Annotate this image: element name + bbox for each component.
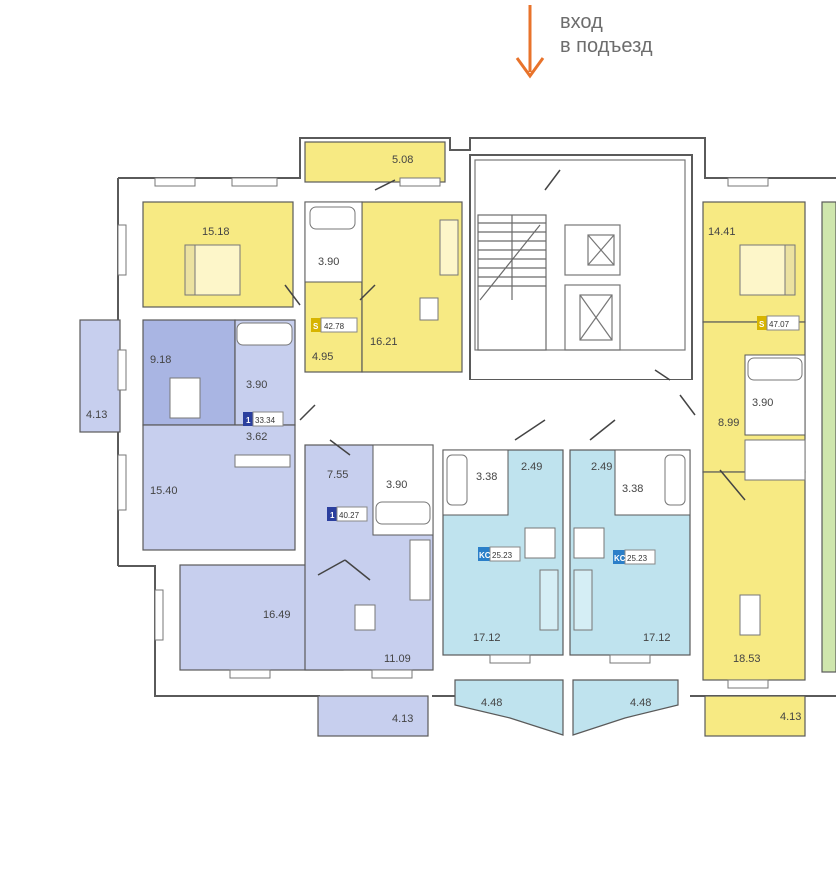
entrance-label-line1: вход [560,11,603,33]
entrance-label: вход в подъезд [560,10,653,58]
room-area: 14.41 [708,226,736,238]
bed-icon [739,244,796,296]
room-area: 2.49 [591,461,612,473]
room-area: 4.13 [86,409,107,421]
bathtub-icon [747,357,803,381]
room-area: 3.90 [246,379,267,391]
dining-table-icon [524,527,556,559]
sofa-icon [539,569,559,631]
corridor [300,380,700,430]
tag-area: 47.07 [769,320,790,329]
room-area: 3.90 [386,479,407,491]
room-area: 2.49 [521,461,542,473]
tag-letter: KC [614,554,626,563]
room-area: 7.55 [327,469,348,481]
table-icon [419,297,439,321]
apartment-tag: 1 33.34 [243,411,284,427]
apartment-tag: S 42.78 [311,317,358,333]
room-area: 3.38 [476,471,497,483]
apartment-studio-left[interactable]: 3.38 2.49 17.12 4.48 KC 25.23 [442,449,564,736]
apartment-tag: KC 25.23 [478,546,521,562]
bathtub-icon [375,501,431,525]
room-area: 15.40 [150,485,178,497]
apartment-neighbour-edge [821,201,836,673]
room-area: 9.18 [150,354,171,366]
room-area: 16.49 [263,609,291,621]
room-area: 3.90 [318,256,339,268]
room-area: 3.62 [246,431,267,443]
tag-letter: 1 [330,511,335,520]
apartment-left-mid[interactable]: 9.18 3.90 3.62 15.40 4.13 1 33.34 [79,319,296,551]
room-area: 3.38 [622,483,643,495]
room-area: 18.53 [733,653,761,665]
room-area: 16.21 [370,336,398,348]
sofa-icon [439,219,459,276]
kitchen-counter-icon [409,539,431,601]
room-area: 15.18 [202,226,230,238]
room-area: 17.12 [473,632,501,644]
bathtub-icon [309,206,356,230]
tag-letter: KC [479,551,491,560]
tag-area: 25.23 [492,551,513,560]
tag-area: 33.34 [255,416,276,425]
shower-icon [664,454,686,506]
apartment-left-top[interactable]: 15.18 5.08 3.90 16.21 4.95 S 42.78 [142,141,463,373]
wardrobe-icon [234,454,291,468]
tag-letter: 1 [246,416,251,425]
room-area: 11.09 [384,653,411,665]
room-area: 4.48 [630,697,651,709]
apartment-tag: KC 25.23 [613,549,656,565]
room-area: 5.08 [392,154,413,166]
door-swings [284,169,746,581]
apartment-right[interactable]: 14.41 3.90 8.99 18.53 4.13 S 47.07 [702,201,806,737]
bathtub-icon [236,322,293,346]
tag-area: 40.27 [339,511,360,520]
table-icon [739,594,761,636]
wardrobe-icon [744,439,806,481]
apartment-center-left[interactable]: 7.55 3.90 16.49 11.09 4.13 1 40.27 [179,444,434,737]
apartment-tag: S 47.07 [757,315,800,331]
room-area: 8.99 [718,417,739,429]
room-area: 4.95 [312,351,333,363]
elevator-1-icon [564,224,621,276]
tag-letter: S [759,320,765,329]
windows [117,177,769,689]
tag-area: 25.23 [627,554,648,563]
room-area: 4.48 [481,697,502,709]
entrance-arrow-icon [515,5,545,79]
dining-table-icon [573,527,605,559]
room-area: 3.90 [752,397,773,409]
room-area: 4.13 [780,711,801,723]
entrance-label-line2: в подъезд [560,35,653,57]
room-area: 4.13 [392,713,413,725]
tag-letter: S [313,322,319,331]
apartment-tag: 1 40.27 [327,506,368,522]
tag-area: 42.78 [324,322,345,331]
bed-icon [184,244,241,296]
table-icon [354,604,376,631]
shower-icon [446,454,468,506]
apartment-studio-right[interactable]: 2.49 3.38 17.12 4.48 KC 25.23 [569,449,691,736]
sofa-icon [573,569,593,631]
elevator-2-icon [564,284,621,351]
dining-table-icon [169,377,201,419]
room-area: 17.12 [643,632,671,644]
